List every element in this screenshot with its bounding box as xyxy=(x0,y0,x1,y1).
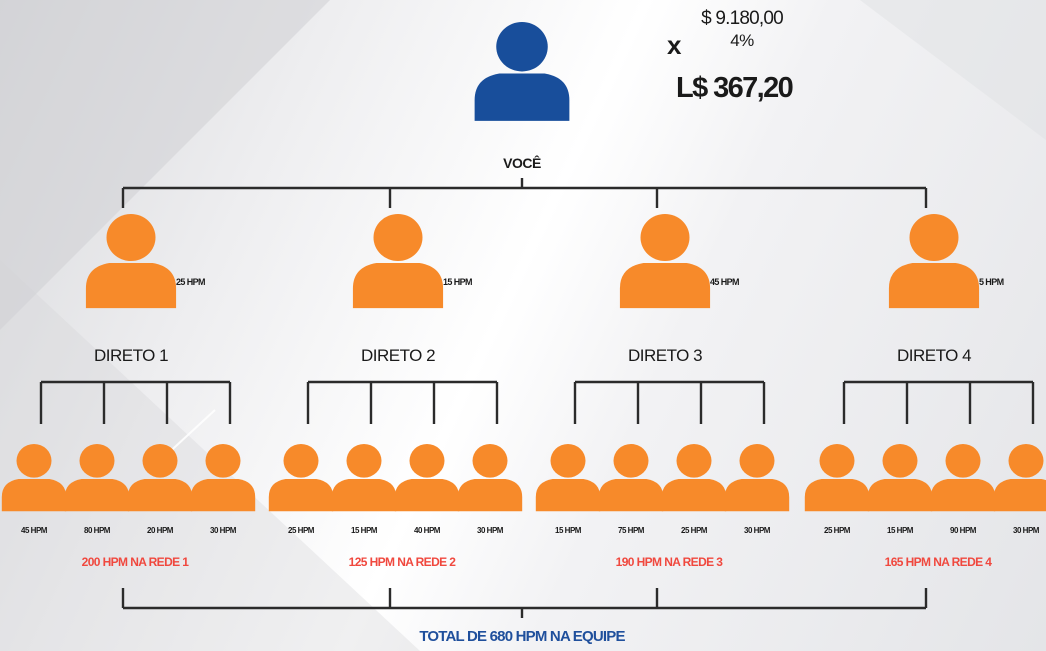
member-person-icon xyxy=(127,444,193,512)
member-hpm-label: 30 HPM xyxy=(744,526,770,535)
member-hpm-label: 25 HPM xyxy=(824,526,850,535)
member-person-icon xyxy=(190,444,256,512)
commission-result: L$ 367,20 xyxy=(676,72,794,104)
network-2-total: 125 HPM NA REDE 2 xyxy=(348,555,456,569)
member-hpm-label: 80 HPM xyxy=(84,526,110,535)
member-person-icon xyxy=(661,444,727,512)
member-person-icon xyxy=(268,444,334,512)
network-1-total: 200 HPM NA REDE 1 xyxy=(81,555,189,569)
direct-1-person-icon xyxy=(85,214,177,309)
member-person-icon xyxy=(1,444,67,512)
member-person-icon xyxy=(457,444,523,512)
member-hpm-label: 30 HPM xyxy=(477,526,503,535)
direct-3-person-icon xyxy=(619,214,711,309)
direct-4-person-icon xyxy=(888,214,980,309)
amount-value: $ 9.180,00 xyxy=(701,8,784,29)
member-hpm-label: 20 HPM xyxy=(147,526,173,535)
member-person-icon xyxy=(64,444,130,512)
member-hpm-label: 25 HPM xyxy=(288,526,314,535)
member-person-icon xyxy=(331,444,397,512)
member-person-icon xyxy=(535,444,601,512)
member-hpm-label: 90 HPM xyxy=(950,526,976,535)
direct-4-hpm: 5 HPM xyxy=(979,277,1004,287)
direct-1-label: DIRETO 1 xyxy=(93,346,169,365)
member-person-icon xyxy=(724,444,790,512)
member-person-icon xyxy=(598,444,664,512)
member-hpm-label: 15 HPM xyxy=(887,526,913,535)
direct-2-label: DIRETO 2 xyxy=(360,346,436,365)
member-person-icon xyxy=(394,444,460,512)
member-person-icon xyxy=(804,444,870,512)
rate-value: 4% xyxy=(730,31,754,50)
member-hpm-label: 25 HPM xyxy=(681,526,707,535)
you-person-icon xyxy=(474,22,570,121)
network-4-total: 165 HPM NA REDE 4 xyxy=(884,555,992,569)
direct-2-hpm: 15 HPM xyxy=(443,277,473,287)
member-person-icon xyxy=(867,444,933,512)
direct-2-person-icon xyxy=(352,214,444,309)
network-3-total: 190 HPM NA REDE 3 xyxy=(615,555,723,569)
member-hpm-label: 40 HPM xyxy=(414,526,440,535)
member-person-icon xyxy=(993,444,1046,512)
direct-3-hpm: 45 HPM xyxy=(710,277,740,287)
direct-1-hpm: 25 HPM xyxy=(176,277,206,287)
member-hpm-label: 30 HPM xyxy=(1013,526,1039,535)
you-label: VOCÊ xyxy=(503,155,541,171)
member-hpm-label: 15 HPM xyxy=(351,526,377,535)
member-person-icon xyxy=(930,444,996,512)
direct-4-label: DIRETO 4 xyxy=(896,346,972,365)
member-hpm-label: 30 HPM xyxy=(210,526,236,535)
team-total-label: TOTAL DE 680 HPM NA EQUIPE xyxy=(419,628,625,645)
direct-3-label: DIRETO 3 xyxy=(627,346,703,365)
member-hpm-label: 15 HPM xyxy=(555,526,581,535)
member-hpm-label: 75 HPM xyxy=(618,526,644,535)
multiply-symbol: x xyxy=(667,30,682,60)
member-hpm-label: 45 HPM xyxy=(21,526,47,535)
